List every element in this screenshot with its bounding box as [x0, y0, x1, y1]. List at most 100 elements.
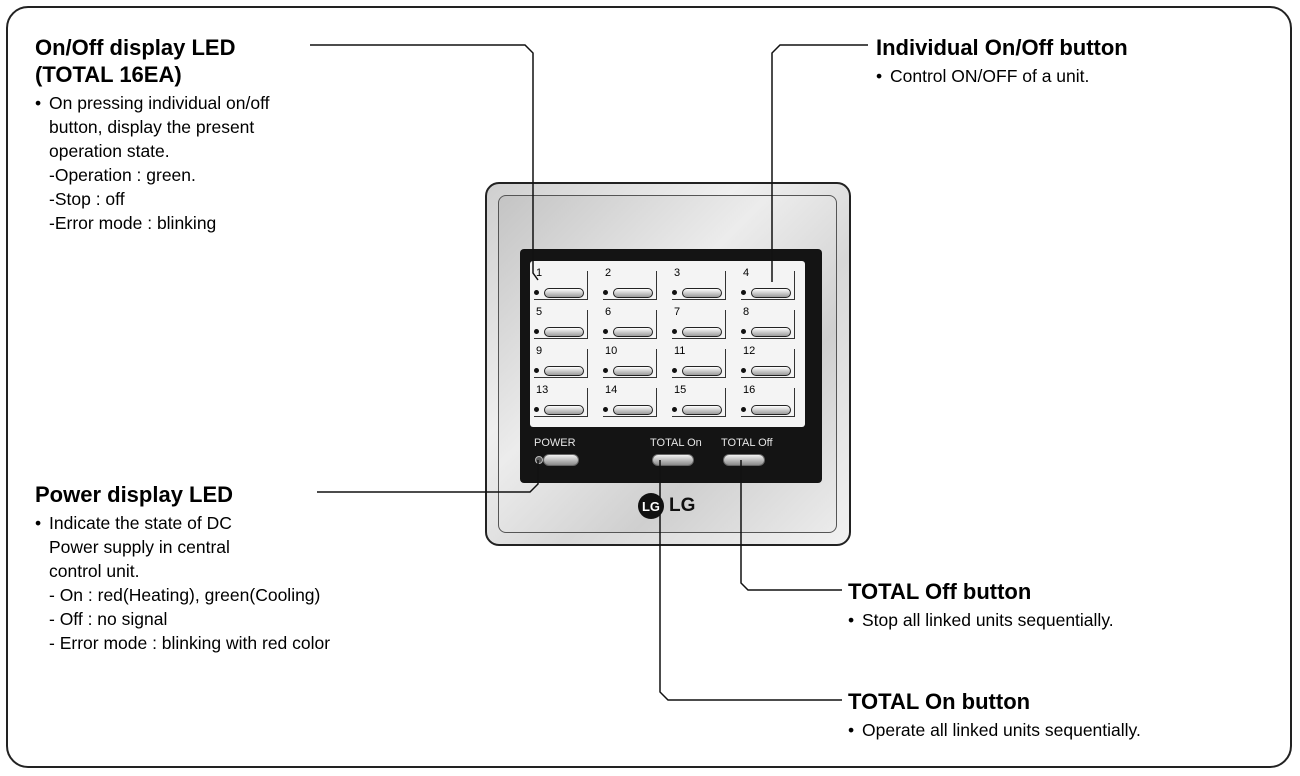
unit-led — [672, 290, 677, 295]
unit-onoff-button[interactable] — [544, 405, 584, 415]
unit-led — [672, 329, 677, 334]
unit-key-number: 10 — [605, 345, 618, 357]
total-on-title: TOTAL On button — [848, 689, 1031, 714]
unit-key-number: 3 — [674, 267, 681, 279]
unit-led — [603, 290, 608, 295]
unit-led — [534, 329, 539, 334]
unit-key-16[interactable]: 16 — [741, 384, 795, 417]
unit-key-number: 16 — [743, 384, 756, 396]
bullet: • — [848, 610, 855, 630]
unit-key-number: 11 — [674, 345, 686, 357]
unit-key-number: 7 — [674, 306, 681, 318]
unit-key-11[interactable]: 11 — [672, 345, 726, 378]
power-led-state-error: - Error mode : blinking with red color — [49, 633, 331, 653]
lg-logo-text: LG — [669, 495, 696, 516]
total-off-button[interactable] — [723, 454, 765, 466]
unit-led — [741, 407, 746, 412]
annotation-individual-button: Individual On/Off button •Control ON/OFF… — [876, 34, 1128, 88]
onoff-led-state-error: -Error mode : blinking — [49, 213, 217, 233]
unit-key-number: 8 — [743, 306, 750, 318]
unit-key-6[interactable]: 6 — [603, 306, 657, 339]
bullet: • — [35, 93, 42, 113]
unit-key-number: 1 — [536, 267, 543, 279]
unit-key-10[interactable]: 10 — [603, 345, 657, 378]
unit-key-8[interactable]: 8 — [741, 306, 795, 339]
total-on-desc: Operate all linked units sequentially. — [862, 720, 1141, 740]
unit-key-number: 5 — [536, 306, 543, 318]
unit-led — [741, 290, 746, 295]
power-led-desc-3: control unit. — [49, 561, 140, 581]
onoff-led-title-1: On/Off display LED — [35, 35, 236, 60]
unit-key-2[interactable]: 2 — [603, 267, 657, 300]
total-on-button[interactable] — [652, 454, 694, 466]
annotation-onoff-led: On/Off display LED (TOTAL 16EA) • On pres… — [35, 34, 270, 235]
power-led-desc-1: Indicate the state of DC — [49, 513, 232, 533]
leader-individual-button — [771, 44, 868, 282]
total-off-label: TOTAL Off — [721, 437, 773, 449]
onoff-led-desc-3: operation state. — [49, 141, 170, 161]
leader-total-on — [659, 460, 842, 701]
bullet: • — [35, 513, 42, 533]
unit-key-13[interactable]: 13 — [534, 384, 588, 417]
power-led-title: Power display LED — [35, 482, 234, 507]
unit-onoff-button[interactable] — [613, 366, 653, 376]
annotation-total-on: TOTAL On button • Operate all linked unit… — [848, 688, 1141, 742]
unit-onoff-button[interactable] — [613, 288, 653, 298]
unit-key-7[interactable]: 7 — [672, 306, 726, 339]
unit-led — [672, 368, 677, 373]
unit-onoff-button[interactable] — [613, 405, 653, 415]
leader-onoff-led — [310, 44, 539, 281]
unit-onoff-button[interactable] — [682, 405, 722, 415]
unit-key-9[interactable]: 9 — [534, 345, 588, 378]
unit-led — [534, 368, 539, 373]
unit-onoff-button[interactable] — [544, 288, 584, 298]
onoff-led-state-operation: -Operation : green. — [49, 165, 196, 185]
unit-key-3[interactable]: 3 — [672, 267, 726, 300]
annotation-power-led: Power display LED • Indicate the state of… — [35, 481, 330, 655]
onoff-led-desc-1: On pressing individual on/off — [49, 93, 270, 113]
unit-led — [741, 368, 746, 373]
unit-key-15[interactable]: 15 — [672, 384, 726, 417]
leader-power-led — [317, 460, 539, 493]
unit-onoff-button[interactable] — [544, 327, 584, 337]
unit-key-number: 15 — [674, 384, 687, 396]
diagram-frame — [6, 6, 1292, 768]
unit-key-5[interactable]: 5 — [534, 306, 588, 339]
unit-onoff-button[interactable] — [682, 327, 722, 337]
unit-onoff-button[interactable] — [751, 288, 791, 298]
unit-led — [534, 407, 539, 412]
total-off-title: TOTAL Off button — [848, 579, 1032, 604]
unit-key-1[interactable]: 1 — [534, 267, 588, 300]
unit-onoff-button[interactable] — [682, 366, 722, 376]
unit-key-number: 9 — [536, 345, 543, 357]
leader-total-off — [740, 460, 842, 591]
unit-key-number: 12 — [743, 345, 756, 357]
unit-onoff-button[interactable] — [613, 327, 653, 337]
unit-key-14[interactable]: 14 — [603, 384, 657, 417]
unit-onoff-button[interactable] — [682, 288, 722, 298]
individual-button-title: Individual On/Off button — [876, 35, 1128, 60]
unit-onoff-button[interactable] — [751, 366, 791, 376]
unit-key-12[interactable]: 12 — [741, 345, 795, 378]
total-on-label: TOTAL On — [650, 437, 702, 449]
unit-onoff-button[interactable] — [751, 405, 791, 415]
unit-key-number: 2 — [605, 267, 612, 279]
power-led-state-on: - On : red(Heating), green(Cooling) — [49, 585, 321, 605]
unit-led — [603, 329, 608, 334]
power-label: POWER — [534, 437, 576, 449]
unit-led — [603, 407, 608, 412]
onoff-led-title-2: (TOTAL 16EA) — [35, 62, 182, 87]
power-led-desc-2: Power supply in central — [49, 537, 230, 557]
bullet: • — [848, 720, 855, 740]
individual-button-desc: Control ON/OFF of a unit. — [890, 66, 1090, 86]
unit-key-number: 14 — [605, 384, 618, 396]
unit-onoff-button[interactable] — [751, 327, 791, 337]
unit-onoff-button[interactable] — [544, 366, 584, 376]
onoff-led-desc-2: button, display the present — [49, 117, 255, 137]
annotation-total-off: TOTAL Off button •Stop all linked units … — [848, 578, 1114, 632]
onoff-led-state-stop: -Stop : off — [49, 189, 125, 209]
power-led — [535, 456, 543, 464]
unit-key-4[interactable]: 4 — [741, 267, 795, 300]
unit-led — [672, 407, 677, 412]
